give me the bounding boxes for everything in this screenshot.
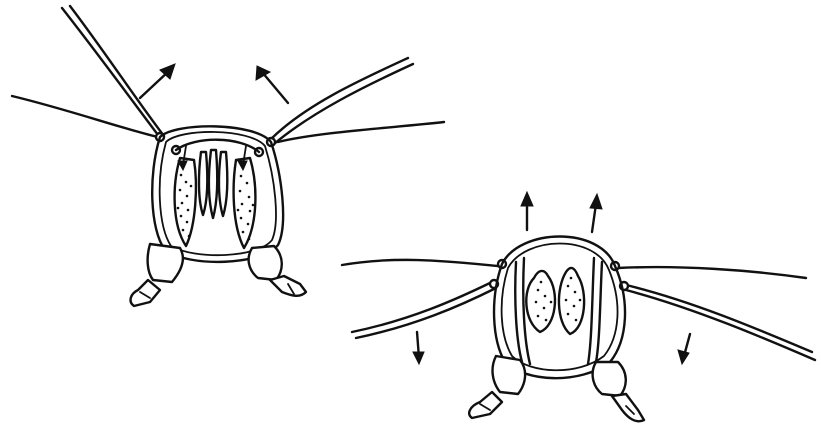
legs-lower-panel <box>469 356 644 421</box>
right-wing-lower-panel <box>618 267 815 360</box>
arrow-down-wing-left <box>413 332 424 364</box>
arrow-up-outer-right <box>256 66 288 103</box>
right-wing-upper-panel <box>270 58 444 144</box>
dorsoventral-muscle-left <box>175 158 196 246</box>
arrow-down-wing-right <box>678 334 690 364</box>
arrow-up-top-left <box>521 192 533 230</box>
longitudinal-muscles-upper <box>199 150 227 218</box>
legs-upper-panel <box>131 244 306 306</box>
panel-wings-down <box>342 192 815 421</box>
left-wing-lower-panel <box>342 260 498 338</box>
arrow-up-outer-left <box>140 64 175 98</box>
longitudinal-muscle-right-lower <box>559 268 584 334</box>
dorsoventral-muscle-right <box>234 158 256 248</box>
left-wing-upper-panel <box>12 6 164 137</box>
arrow-up-top-right <box>590 194 602 232</box>
longitudinal-muscle-left-lower <box>526 271 555 332</box>
